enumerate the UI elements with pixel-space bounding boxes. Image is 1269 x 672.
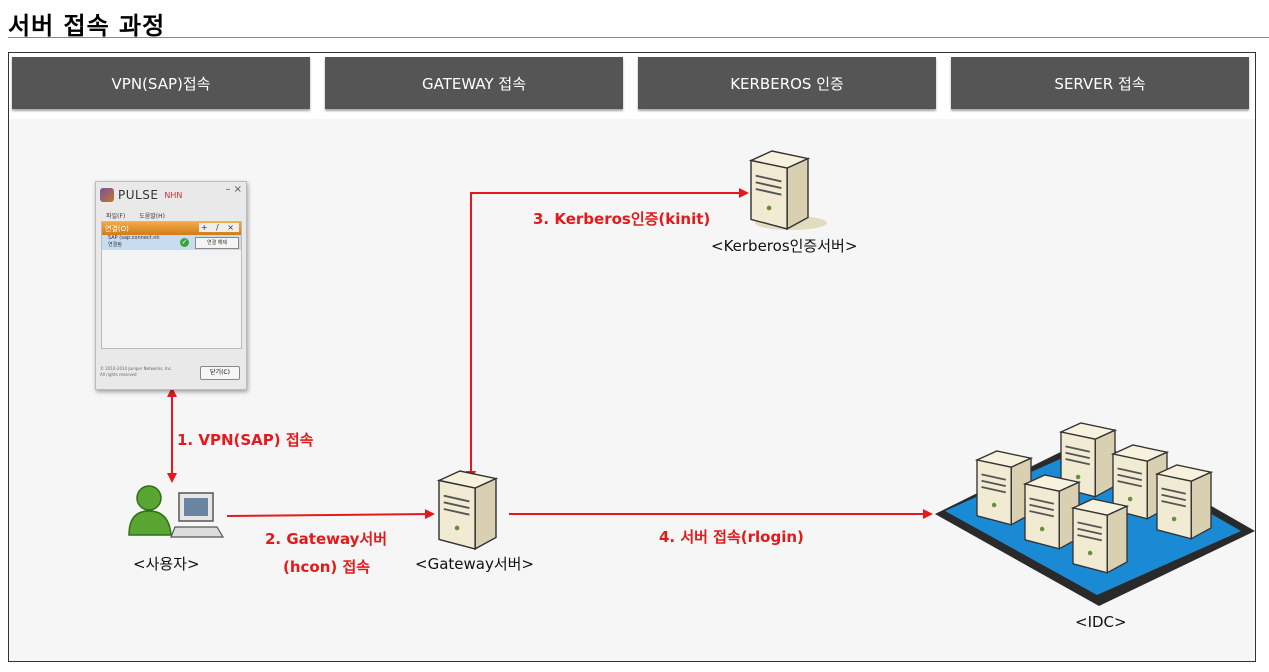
pulse-connection-row[interactable]: SAP (sap.connect.nh 연결됨 ✓ 연결 해제 xyxy=(102,235,241,250)
pulse-copyright: © 2010-2014 Juniper Networks, Inc. xyxy=(100,366,173,371)
pulse-vpn-window: PULSE NHN – × 파일(F) 도움말(H) 연결(O) + / × SA… xyxy=(95,181,247,390)
stage-gateway: GATEWAY 접속 xyxy=(325,57,623,109)
server-access-diagram: VPN(SAP)접속 GATEWAY 접속 KERBEROS 인증 SERVER… xyxy=(8,52,1256,662)
pulse-brand: NHN xyxy=(164,190,183,200)
kerberos-server-icon xyxy=(750,150,827,230)
pulse-footer: © 2010-2014 Juniper Networks, Inc. All r… xyxy=(100,366,172,378)
pulse-menu-bar: 파일(F) 도움말(H) xyxy=(106,211,179,220)
pulse-section-label: 연결(O) xyxy=(105,224,129,233)
pulse-rights: All rights reserved xyxy=(100,372,137,377)
idc-icon xyxy=(935,422,1255,606)
arrow-gateway xyxy=(226,509,435,520)
kerberos-label: <Kerberos인증서버> xyxy=(711,237,858,255)
step4-label: 4. 서버 접속(rlogin) xyxy=(659,528,804,546)
pulse-close-button[interactable]: 닫기(C) xyxy=(200,366,240,380)
idc-label: <IDC> xyxy=(1075,613,1127,631)
pulse-tools[interactable]: + / × xyxy=(198,223,239,232)
pulse-disconnect-button[interactable]: 연결 해제 xyxy=(195,237,239,249)
flow-graphics xyxy=(128,150,1255,606)
arrow-kerberos xyxy=(466,188,749,481)
gateway-server-icon xyxy=(438,470,497,550)
gateway-label: <Gateway서버> xyxy=(415,555,534,573)
pulse-logo-icon xyxy=(100,188,114,202)
step2-label-line1: 2. Gateway서버 xyxy=(265,530,388,548)
check-icon: ✓ xyxy=(180,238,189,247)
title-divider xyxy=(8,37,1269,38)
pulse-menu-help[interactable]: 도움말(H) xyxy=(139,213,165,220)
pulse-window-controls[interactable]: – × xyxy=(225,184,242,195)
stage-vpn: VPN(SAP)접속 xyxy=(12,57,310,109)
pulse-connections-panel: 연결(O) + / × SAP (sap.connect.nh 연결됨 ✓ 연결… xyxy=(101,221,242,349)
step1-label: 1. VPN(SAP) 접속 xyxy=(177,431,314,449)
user-label: <사용자> xyxy=(133,555,200,573)
stage-server: SERVER 접속 xyxy=(951,57,1249,109)
stage-kerberos: KERBEROS 인증 xyxy=(638,57,936,109)
user-icon xyxy=(128,485,225,538)
pulse-connection-name: SAP (sap.connect.nh xyxy=(108,235,160,241)
pulse-menu-file[interactable]: 파일(F) xyxy=(106,213,126,220)
step2-label-line2: (hcon) 접속 xyxy=(283,558,371,576)
pulse-app-name: PULSE xyxy=(118,188,159,202)
step3-label: 3. Kerberos인증(kinit) xyxy=(533,210,711,228)
stage-header-bar: VPN(SAP)접속 GATEWAY 접속 KERBEROS 인증 SERVER… xyxy=(9,53,1255,119)
page-title: 서버 접속 과정 xyxy=(8,12,166,40)
pulse-connection-status: 연결됨 xyxy=(108,242,122,248)
